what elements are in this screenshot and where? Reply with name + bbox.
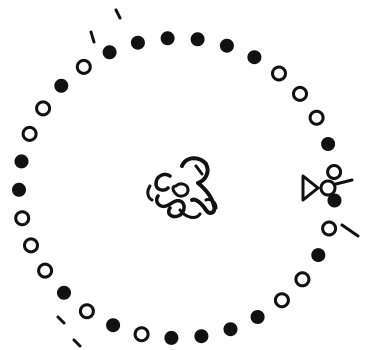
hollow-dot [23, 127, 36, 140]
hollow-dot [273, 67, 286, 80]
hollow-dot [296, 273, 309, 286]
hollow-dot [323, 222, 336, 235]
hollow-dot [16, 212, 29, 225]
filled-dot [191, 32, 205, 46]
hollow-dot [294, 87, 307, 100]
hollow-dot [37, 102, 50, 115]
hollow-dot [310, 111, 323, 124]
filled-dot [15, 154, 29, 168]
filled-dot [103, 45, 117, 59]
filled-dot [131, 36, 145, 50]
filled-dot [311, 248, 325, 262]
tick-right [342, 225, 358, 236]
filled-dot [220, 39, 234, 53]
hollow-dot [39, 264, 52, 277]
tick-top-inner [91, 32, 94, 42]
sun-symbol-icon [303, 176, 352, 200]
dot-ring [12, 31, 342, 345]
tick-bottom-left-b [74, 340, 80, 346]
filled-dot [164, 331, 178, 345]
hollow-dot [77, 60, 90, 73]
filled-dot [194, 329, 208, 343]
filled-dot [224, 322, 238, 336]
filled-dot [161, 31, 175, 45]
tick-top-outer [116, 10, 120, 18]
filled-dot [54, 79, 68, 93]
hollow-dot [328, 166, 341, 179]
tick-bottom-left-a [58, 317, 64, 323]
tick-marks [58, 10, 358, 346]
filled-dot [321, 137, 335, 151]
filled-dot [251, 310, 265, 324]
filled-dot [12, 183, 26, 197]
filled-dot [106, 318, 120, 332]
hollow-dot [80, 305, 93, 318]
filled-dot [57, 286, 71, 300]
hollow-dot [275, 294, 288, 307]
filled-dot [247, 50, 261, 64]
hollow-dot [25, 239, 38, 252]
hollow-dot [135, 328, 148, 341]
central-figure-icon [148, 158, 216, 217]
